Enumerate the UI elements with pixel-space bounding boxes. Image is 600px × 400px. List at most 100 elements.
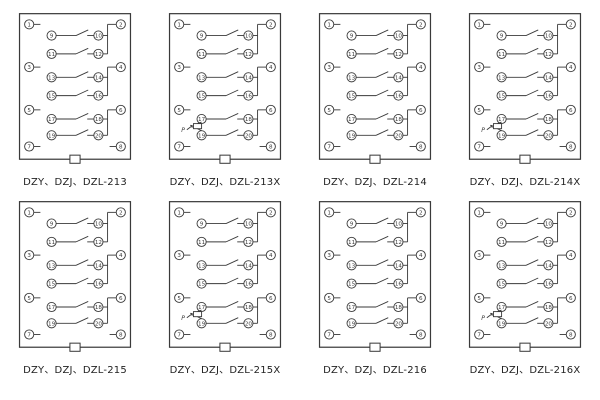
svg-text:1: 1 [477, 22, 481, 28]
svg-text:10: 10 [395, 34, 403, 40]
svg-text:13: 13 [48, 263, 56, 269]
svg-text:14: 14 [395, 263, 403, 269]
terminal-15: 15 [46, 90, 57, 101]
svg-text:10: 10 [545, 222, 553, 228]
terminal-15: 15 [196, 278, 207, 289]
terminal-7: 7 [24, 329, 35, 340]
terminal-4: 4 [415, 62, 426, 73]
terminal-5: 5 [24, 292, 35, 303]
terminal-2: 2 [565, 207, 576, 218]
terminal-15: 15 [46, 278, 57, 289]
svg-text:6: 6 [419, 296, 423, 302]
terminal-20: 20 [93, 130, 104, 141]
terminal-8: 8 [265, 141, 276, 152]
terminal-11: 11 [346, 236, 357, 247]
terminal-9: 9 [196, 30, 207, 41]
terminal-7: 7 [324, 329, 335, 340]
terminal-12: 12 [243, 48, 254, 59]
svg-text:4: 4 [119, 65, 123, 71]
terminal-13: 13 [346, 260, 357, 271]
terminal-2: 2 [265, 207, 276, 218]
terminal-18: 18 [243, 113, 254, 125]
svg-text:18: 18 [95, 305, 103, 311]
terminal-5: 5 [324, 104, 335, 115]
terminal-10: 10 [93, 218, 104, 229]
svg-text:8: 8 [419, 145, 423, 151]
svg-text:3: 3 [327, 65, 331, 71]
terminal-8: 8 [265, 329, 276, 340]
svg-text:5: 5 [477, 108, 481, 114]
terminal-3: 3 [174, 250, 185, 261]
svg-text:20: 20 [245, 321, 253, 327]
terminal-16: 16 [93, 90, 104, 101]
terminal-1: 1 [324, 19, 335, 30]
svg-text:3: 3 [27, 253, 31, 259]
svg-text:7: 7 [27, 145, 31, 151]
svg-text:18: 18 [545, 117, 553, 123]
terminal-16: 16 [393, 90, 404, 101]
svg-text:2: 2 [569, 22, 573, 28]
svg-text:3: 3 [477, 253, 481, 259]
svg-text:6: 6 [269, 296, 273, 302]
svg-text:13: 13 [198, 263, 206, 269]
terminal-1: 1 [24, 207, 35, 218]
svg-text:11: 11 [48, 52, 56, 58]
svg-text:9: 9 [500, 34, 504, 40]
svg-text:15: 15 [48, 282, 56, 288]
terminal-16: 16 [243, 90, 254, 101]
svg-text:10: 10 [245, 222, 253, 228]
terminal-9: 9 [496, 30, 507, 41]
terminal-5: 5 [174, 104, 185, 115]
svg-text:15: 15 [498, 94, 506, 100]
svg-text:7: 7 [327, 333, 331, 339]
terminal-18: 18 [393, 113, 404, 125]
svg-text:17: 17 [348, 305, 356, 311]
terminal-19: 19 [196, 130, 207, 141]
svg-text:14: 14 [245, 263, 253, 269]
svg-text:19: 19 [498, 321, 506, 327]
svg-text:19: 19 [48, 321, 56, 327]
svg-text:20: 20 [545, 321, 553, 327]
terminal-2: 2 [115, 207, 126, 218]
terminal-5: 5 [474, 292, 485, 303]
svg-text:19: 19 [48, 133, 56, 139]
terminal-3: 3 [24, 250, 35, 261]
terminal-11: 11 [346, 48, 357, 59]
terminal-14: 14 [543, 260, 554, 271]
terminal-14: 14 [93, 260, 104, 271]
terminal-11: 11 [46, 236, 57, 247]
svg-text:8: 8 [269, 145, 273, 151]
terminal-18: 18 [393, 301, 404, 313]
diagram-label: DZY、DZJ、DZL-213X [169, 177, 281, 188]
svg-text:7: 7 [27, 333, 31, 339]
terminal-2: 2 [415, 207, 426, 218]
svg-text:16: 16 [245, 282, 253, 288]
svg-text:6: 6 [269, 108, 273, 114]
svg-text:8: 8 [569, 333, 573, 339]
svg-text:9: 9 [350, 222, 354, 228]
resistor-symbol [192, 123, 203, 130]
terminal-10: 10 [543, 218, 554, 229]
svg-text:4: 4 [269, 253, 273, 259]
terminal-6: 6 [115, 292, 126, 303]
terminal-14: 14 [393, 260, 404, 271]
terminal-20: 20 [93, 318, 104, 329]
terminal-12: 12 [93, 236, 104, 247]
svg-text:20: 20 [95, 133, 103, 139]
terminal-19: 19 [496, 130, 507, 141]
terminal-8: 8 [565, 141, 576, 152]
svg-text:5: 5 [327, 296, 331, 302]
terminal-9: 9 [46, 218, 57, 229]
svg-text:14: 14 [245, 75, 253, 81]
terminal-5: 5 [324, 292, 335, 303]
terminal-7: 7 [474, 141, 485, 152]
terminal-11: 11 [496, 236, 507, 247]
terminal-1: 1 [474, 19, 485, 30]
svg-text:10: 10 [395, 222, 403, 228]
terminal-9: 9 [46, 30, 57, 41]
